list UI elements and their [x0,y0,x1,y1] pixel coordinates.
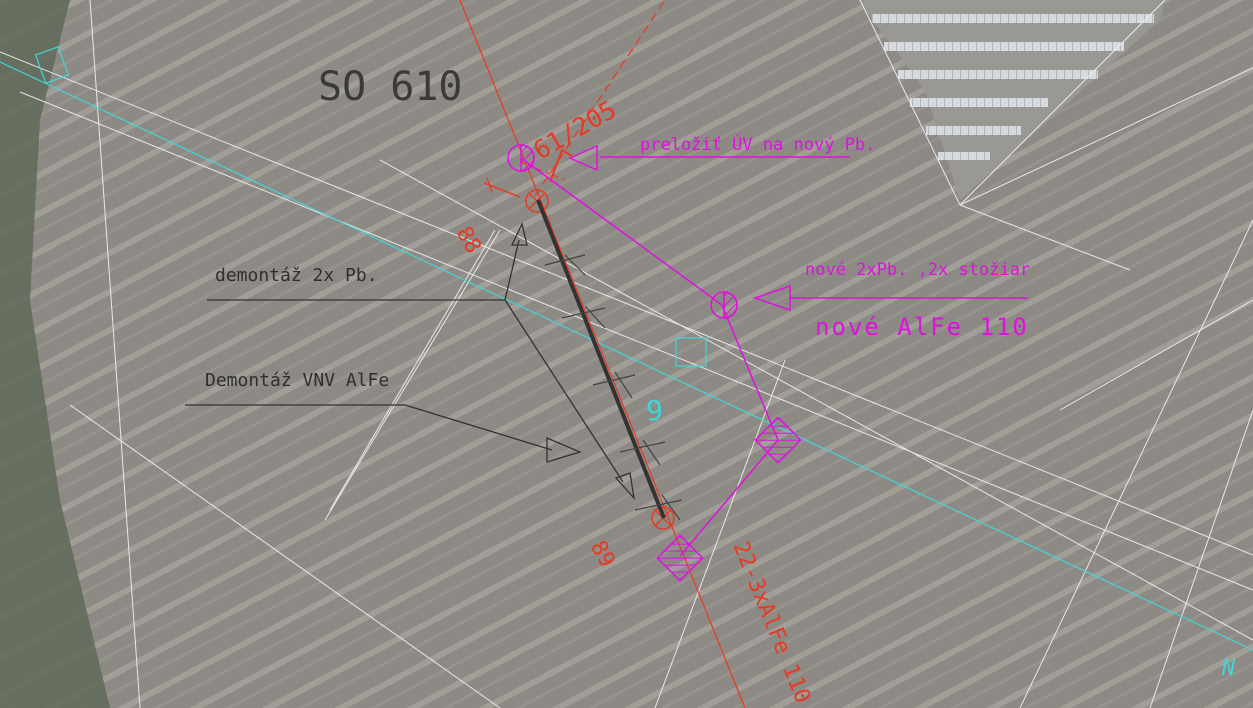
new-route [520,157,779,557]
dismantle-poles-leader [207,222,635,501]
annotation-relocate: preložiť ÚV na nový Pb. [640,133,875,155]
section-label: SO 610 [318,64,463,110]
tree-belt [0,0,110,708]
existing-line-22kv [459,0,746,708]
annotation-dismantle-poles: demontáž 2x Pb. [215,265,378,286]
north-marker: N [1221,656,1236,681]
dismantle-line [536,199,666,519]
new-pole-top [507,144,535,172]
relocate-leader [568,144,850,172]
cyan-marker-center [675,337,707,367]
new-tower-upper [754,416,802,464]
side-number: 9 [646,394,663,427]
new-pole-middle [710,291,738,319]
new-tower-lower [656,534,704,582]
insulator-marks [544,254,683,521]
annotation-dismantle-line: Demontáž VNV AlFe [205,370,389,391]
dismantle-line-leader [185,404,582,463]
cyan-utility-line [0,61,1253,651]
annotation-new-poles: nové 2xPb. ,2x stožiar [805,260,1030,280]
solar-panel-rows [872,14,1154,160]
disconnector-mark [549,148,573,183]
new-poles-leader [752,284,1028,312]
annotation-new-conductor: nové AlFe 110 [815,313,1029,341]
cyan-marker-topleft [34,46,70,84]
